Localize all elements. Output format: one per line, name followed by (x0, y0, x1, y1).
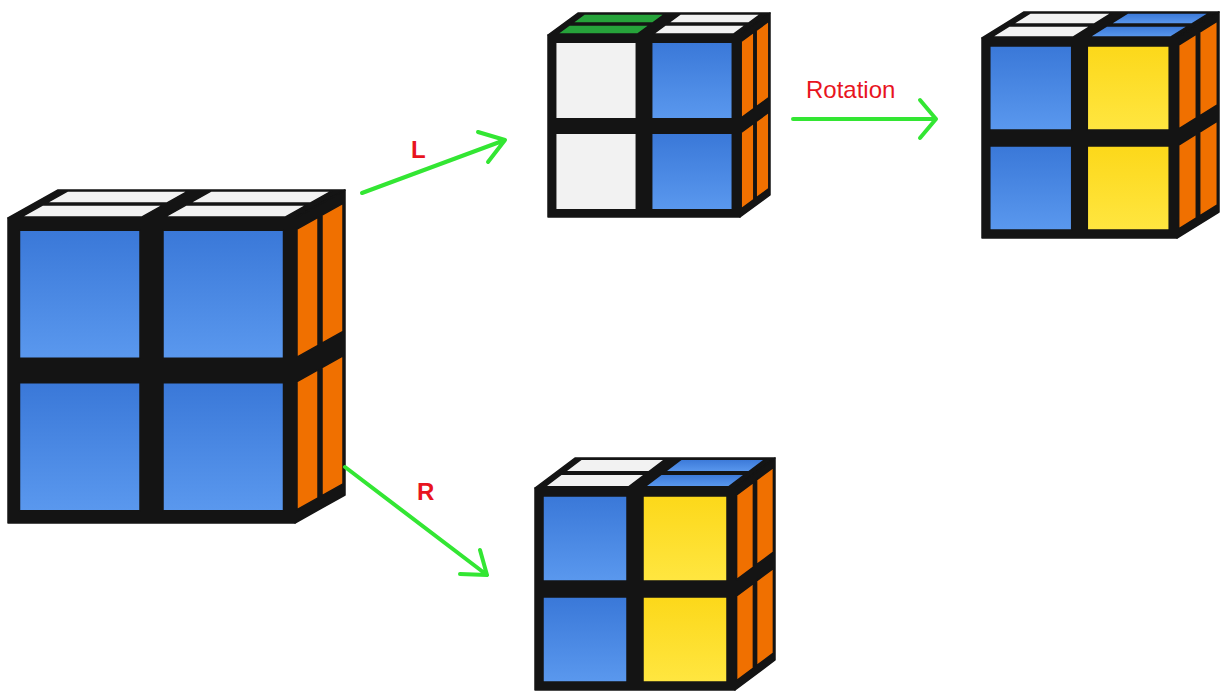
side-face-sticker (741, 123, 754, 209)
side-face-sticker (737, 583, 754, 680)
top-face-sticker (47, 191, 189, 203)
front-face-sticker (20, 230, 141, 358)
side-face-sticker (741, 32, 754, 118)
front-face-frame (548, 35, 740, 217)
side-face-sticker (1200, 121, 1218, 216)
front-face-sticker (543, 496, 627, 581)
front-face-sticker (556, 133, 637, 209)
front-face-sticker (543, 597, 627, 682)
arrow-rotation (793, 100, 936, 138)
side-face-sticker (757, 568, 774, 665)
top-face-sticker (190, 191, 332, 203)
front-face-sticker (163, 383, 284, 511)
top-face-sticker (1110, 13, 1210, 24)
front-face-sticker (1087, 146, 1169, 230)
top-face-sticker (557, 25, 650, 34)
side-face-sticker (322, 356, 343, 496)
front-face-sticker (643, 597, 727, 682)
top-face-sticker (545, 474, 646, 487)
side-face-sticker (756, 112, 769, 198)
move-label: Rotation (806, 78, 895, 102)
side-face-sticker (737, 482, 754, 579)
top-face-sticker (565, 459, 666, 472)
front-face-frame (8, 218, 295, 523)
front-face-sticker (20, 383, 141, 511)
top-face-sticker (572, 14, 665, 23)
arrow-l (362, 132, 505, 193)
side-face-frame (735, 458, 775, 690)
top-face-sticker (653, 25, 746, 34)
front-face-sticker (652, 133, 733, 209)
front-face-sticker (643, 496, 727, 581)
side-face-sticker (756, 21, 769, 107)
top-face-sticker (1013, 13, 1113, 24)
side-face-frame (740, 13, 770, 217)
front-face-sticker (556, 42, 637, 118)
side-face-sticker (1179, 134, 1197, 229)
side-face-sticker (1179, 34, 1197, 129)
top-face-frame (548, 13, 770, 35)
top-face-frame (8, 190, 345, 218)
front-face-sticker (990, 46, 1072, 130)
front-face-sticker (163, 230, 284, 358)
side-face-sticker (297, 370, 318, 510)
move-label: L (411, 138, 426, 162)
side-face-sticker (1200, 21, 1218, 116)
side-face-sticker (322, 203, 343, 343)
side-face-frame (295, 190, 345, 523)
top-face-sticker (1089, 26, 1189, 37)
front-face-frame (982, 38, 1177, 238)
move-label: R (417, 480, 434, 504)
top-face-sticker (668, 14, 761, 23)
arrow-r (345, 467, 487, 575)
top-face-sticker (665, 459, 766, 472)
top-face-sticker (645, 474, 746, 487)
side-face-sticker (757, 467, 774, 564)
top-face-sticker (165, 205, 307, 217)
front-face-frame (535, 488, 735, 690)
front-face-sticker (1087, 46, 1169, 130)
top-face-sticker (992, 26, 1092, 37)
front-face-sticker (652, 42, 733, 118)
side-face-sticker (297, 217, 318, 357)
top-face-sticker (22, 205, 164, 217)
side-face-frame (1177, 12, 1219, 238)
front-face-sticker (990, 146, 1072, 230)
top-face-frame (535, 458, 775, 488)
